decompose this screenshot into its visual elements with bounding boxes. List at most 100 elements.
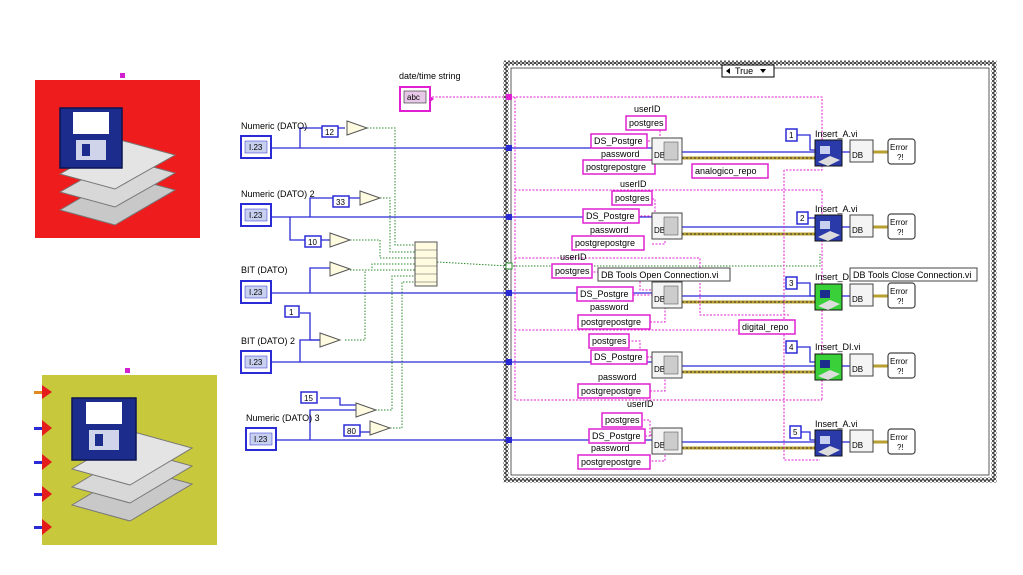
postgres-const[interactable] — [588, 333, 630, 349]
svg-text:33: 33 — [336, 198, 345, 207]
ds-postgre-const[interactable] — [590, 349, 648, 365]
greater-than-node — [359, 190, 382, 206]
const-12[interactable]: 12 — [321, 125, 339, 138]
svg-text:DB: DB — [654, 365, 665, 374]
postgres-const[interactable] — [551, 263, 593, 279]
datetime-string-label: date/time string — [399, 71, 461, 81]
numeric-control-1[interactable]: Numeric (DATO) I.23 — [240, 121, 307, 159]
equal-node — [319, 332, 342, 348]
compare-primitives — [319, 120, 392, 436]
db-open-connection-nodes[interactable]: DB DB DB DB DB — [651, 137, 683, 455]
numeric-control-3[interactable]: Numeric (DATO) 3 I.23 — [245, 413, 320, 451]
svg-text:postgres: postgres — [555, 266, 590, 276]
bit-control-2-label: BIT (DATO) 2 — [241, 336, 295, 346]
error-handler-nodes[interactable]: Error?! Error?! Error?! Error?! Error?! — [887, 138, 916, 455]
password-const[interactable] — [582, 159, 656, 175]
row-const-1[interactable]: 1 — [785, 128, 798, 142]
compound-or-node[interactable] — [414, 241, 438, 287]
datetime-string-control[interactable]: date/time string abc — [399, 71, 461, 112]
svg-text:digital_repo: digital_repo — [742, 322, 789, 332]
digital-repo-const[interactable]: digital_repo — [738, 319, 796, 335]
password-const[interactable] — [577, 314, 651, 330]
db-open-connection-2: DB — [651, 212, 683, 240]
svg-text:5: 5 — [793, 428, 798, 437]
row-const-4[interactable]: 4 — [785, 340, 798, 354]
svg-text:Error: Error — [890, 433, 908, 442]
svg-text:postgrepostgre: postgrepostgre — [581, 457, 641, 467]
ds-postgre-const[interactable] — [582, 208, 640, 224]
svg-text:15: 15 — [304, 394, 313, 403]
bit-control-1-label: BIT (DATO) — [241, 265, 288, 275]
password-const[interactable] — [577, 383, 651, 399]
error-handler-icon: Error?! — [887, 352, 916, 379]
password-const[interactable] — [577, 454, 651, 470]
svg-text:Error: Error — [890, 357, 908, 366]
svg-text:3: 3 — [789, 279, 794, 288]
postgres-const[interactable] — [611, 190, 653, 206]
svg-text:DB: DB — [654, 151, 665, 160]
numeric-control-2[interactable]: Numeric (DATO) 2 I.23 — [240, 189, 315, 227]
svg-text:password: password — [598, 372, 637, 382]
const-80[interactable]: 80 — [343, 424, 361, 437]
svg-text:?!: ?! — [897, 228, 904, 237]
bit-control-1[interactable]: BIT (DATO) I.23 — [240, 265, 288, 304]
floppy-save-icon — [34, 368, 217, 545]
insert-a-node-3[interactable]: Insert_A.vi — [814, 419, 858, 457]
row-const-5[interactable]: 5 — [789, 425, 802, 439]
row-1: userID postgres DS_Postgre password post… — [582, 104, 667, 175]
boolean-wires — [345, 127, 821, 429]
svg-text:DS_Postgre: DS_Postgre — [594, 352, 643, 362]
svg-text:DB: DB — [852, 151, 863, 160]
svg-text:analogico_repo: analogico_repo — [695, 166, 757, 176]
ds-postgre-const[interactable] — [588, 428, 646, 444]
error-handler-icon: Error?! — [887, 428, 916, 455]
svg-text:password: password — [590, 225, 629, 235]
db-open-connection-1: DB — [651, 137, 683, 165]
postgres-const[interactable] — [625, 115, 667, 131]
case-selector[interactable]: True — [721, 64, 775, 78]
error-wires — [682, 150, 888, 450]
numeric-control-3-type: I.23 — [254, 435, 268, 444]
numeric-control-2-type: I.23 — [249, 211, 263, 220]
const-33[interactable]: 33 — [332, 195, 350, 208]
numeric-control-1-label: Numeric (DATO) — [241, 121, 307, 131]
db-close-connection-nodes[interactable]: DB DB DB DB DB — [849, 139, 874, 453]
insert-a-node-2[interactable]: Insert_A.vi — [814, 204, 858, 242]
abc-text: abc — [407, 93, 420, 102]
case-selector-label: True — [735, 66, 753, 76]
row-const-2[interactable]: 2 — [796, 211, 809, 225]
svg-text:4: 4 — [789, 343, 794, 352]
svg-text:80: 80 — [347, 427, 356, 436]
error-handler-icon: Error?! — [887, 282, 916, 309]
less-than-node — [355, 402, 378, 418]
password-const[interactable] — [571, 235, 645, 251]
const-10[interactable]: 10 — [304, 235, 322, 248]
tunnels — [506, 145, 512, 443]
svg-text:10: 10 — [308, 238, 317, 247]
ds-postgre-const[interactable] — [576, 286, 634, 302]
svg-text:postgrepostgre: postgrepostgre — [581, 317, 641, 327]
svg-text:DS_Postgre: DS_Postgre — [594, 136, 643, 146]
svg-text:postgres: postgres — [615, 193, 650, 203]
row-const-3[interactable]: 3 — [785, 276, 798, 290]
bit-control-2[interactable]: BIT (DATO) 2 I.23 — [240, 336, 295, 374]
postgres-const[interactable] — [601, 412, 643, 428]
row-5: userID postgres DS_Postgre password post… — [577, 399, 654, 470]
svg-text:postgrepostgre: postgrepostgre — [575, 238, 635, 248]
insert-di-node-1[interactable]: Insert_DI — [814, 272, 852, 311]
const-15[interactable]: 15 — [300, 391, 318, 404]
svg-text:?!: ?! — [897, 443, 904, 452]
insert-di-node-2[interactable]: Insert_DI.vi — [814, 342, 861, 381]
svg-text:DB: DB — [654, 226, 665, 235]
svg-text:postgres: postgres — [629, 118, 664, 128]
svg-text:1: 1 — [289, 308, 294, 317]
ds-postgre-const[interactable] — [590, 133, 648, 149]
svg-text:Error: Error — [890, 287, 908, 296]
svg-text:DB: DB — [852, 295, 863, 304]
insert-a-node-1[interactable]: Insert_A.vi — [814, 129, 858, 167]
const-1[interactable]: 1 — [284, 305, 300, 318]
analogico-repo-const[interactable]: analogico_repo — [691, 163, 769, 179]
svg-text:DB: DB — [654, 295, 665, 304]
svg-text:userID: userID — [634, 104, 661, 114]
